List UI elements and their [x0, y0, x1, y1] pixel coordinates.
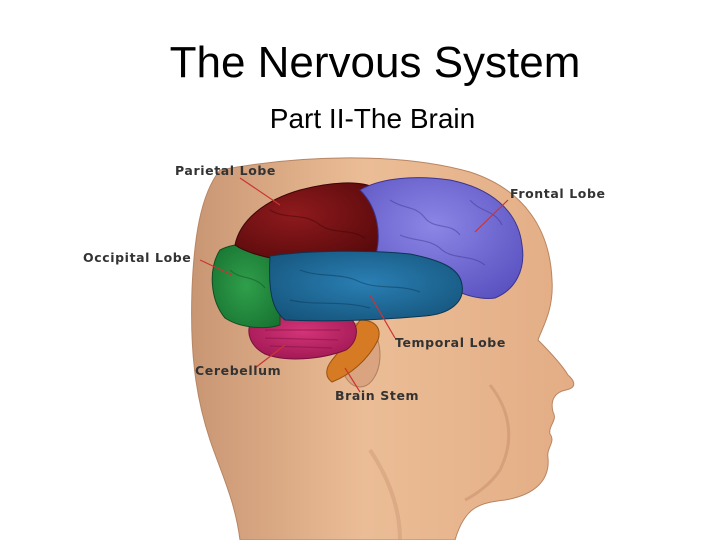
leader-occipital: [199, 259, 233, 276]
brain-diagram: Parietal Lobe Frontal Lobe Occipital Lob…: [70, 150, 635, 540]
label-temporal-lobe: Temporal Lobe: [395, 335, 506, 350]
leader-brain-stem: [344, 367, 361, 393]
face-shading: [464, 384, 511, 502]
neck-shading: [368, 448, 402, 540]
leader-temporal: [369, 294, 396, 339]
label-frontal-lobe: Frontal Lobe: [510, 186, 606, 201]
label-parietal-lobe: Parietal Lobe: [175, 163, 276, 178]
label-occipital-lobe: Occipital Lobe: [83, 250, 191, 265]
label-brain-stem: Brain Stem: [335, 388, 419, 403]
leader-cerebellum: [254, 344, 286, 369]
temporal-lobe-region: [269, 250, 463, 322]
slide-subtitle: Part II-The Brain: [269, 103, 476, 134]
brain-diagram-svg: Parietal Lobe Frontal Lobe Occipital Lob…: [83, 157, 606, 540]
label-cerebellum: Cerebellum: [195, 363, 281, 378]
leader-parietal: [239, 177, 281, 206]
leader-lines: [199, 177, 509, 393]
leader-frontal: [474, 199, 509, 233]
slide-title: The Nervous System: [169, 38, 581, 87]
brain-texture: [229, 199, 503, 349]
